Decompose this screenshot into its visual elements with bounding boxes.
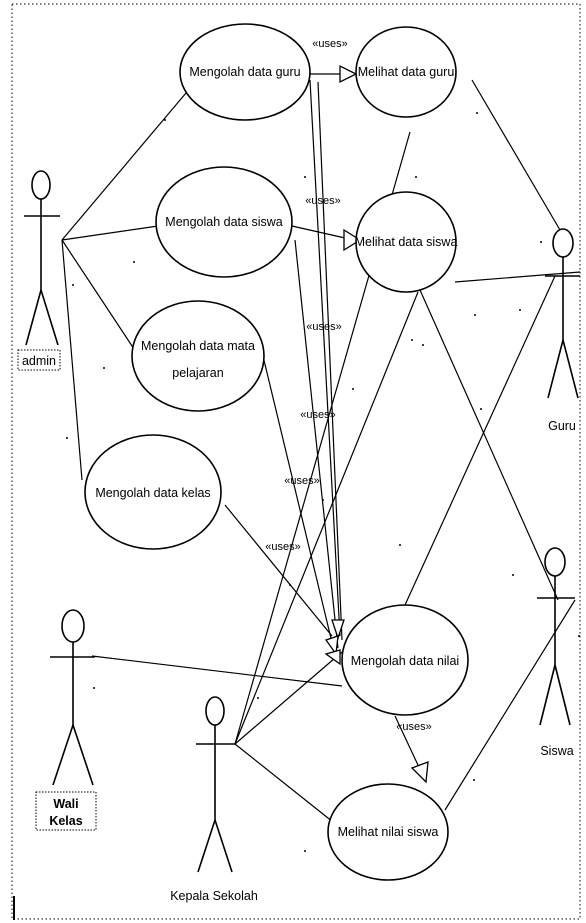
use-case-label: Mengolah data kelas (95, 486, 210, 500)
actor-head (544, 547, 566, 577)
uses-dependencies (224, 73, 426, 781)
use-case-label: Melihat nilai siswa (338, 825, 439, 839)
arrowheads (324, 64, 429, 784)
use-case-mengolah-nilai[interactable]: Mengolah data nilai (341, 604, 469, 716)
use-case-label: Mengolah data nilai (351, 654, 459, 668)
actor-siswa: Siswa (537, 547, 575, 758)
use-case-label: Mengolah data guru (189, 65, 300, 79)
use-case-label: Mengolah data siswa (165, 215, 282, 229)
actor-label: admin (22, 354, 56, 368)
actor-label: Kepala Sekolah (170, 889, 258, 903)
use-case-mengolah-kelas[interactable]: Mengolah data kelas (84, 434, 222, 550)
use-case-mengolah-siswa[interactable]: Mengolah data siswa (155, 166, 293, 278)
use-case-label: Melihat data guru (358, 65, 455, 79)
use-case-label: Mengolah data mata (141, 339, 255, 353)
speckles (66, 112, 580, 852)
use-case-mengolah-mapel[interactable]: Mengolah data mata pelajaran (131, 300, 265, 412)
actor-head (552, 228, 574, 258)
actor-kepala-sekolah: Kepala Sekolah (170, 696, 258, 903)
system-boundary (11, 3, 581, 920)
actor-head (205, 696, 225, 726)
actor-head (31, 170, 51, 200)
uses-label: «uses» (312, 38, 347, 50)
uses-label: «uses» (396, 721, 431, 733)
use-case-label: pelajaran (172, 366, 223, 380)
actor-guru: Guru (545, 228, 580, 433)
uses-label: «uses» (265, 541, 300, 553)
actor-label: Kelas (49, 814, 82, 828)
actor-wali-kelas: Wali Kelas (35, 609, 97, 831)
use-case-label: Melihat data siswa (355, 235, 458, 249)
actor-admin: admin (17, 170, 61, 371)
uses-label: «uses» (306, 321, 341, 333)
uses-labels: «uses» «uses» «uses» «uses» «uses» «uses… (265, 38, 431, 733)
use-case-melihat-siswa[interactable]: Melihat data siswa (355, 191, 458, 293)
actor-label: Guru (548, 419, 576, 433)
actor-label: Wali (53, 797, 78, 811)
use-case-mengolah-guru[interactable]: Mengolah data guru (179, 23, 311, 121)
actor-head (61, 609, 85, 643)
use-case-melihat-nilai[interactable]: Melihat nilai siswa (327, 783, 449, 881)
uses-label: «uses» (305, 195, 340, 207)
use-case-melihat-guru[interactable]: Melihat data guru (355, 26, 457, 118)
actor-label-box (35, 791, 97, 831)
actor-label: Siswa (540, 744, 573, 758)
uses-label: «uses» (300, 409, 335, 421)
uses-label: «uses» (284, 475, 319, 487)
actor-label-box (17, 349, 61, 371)
